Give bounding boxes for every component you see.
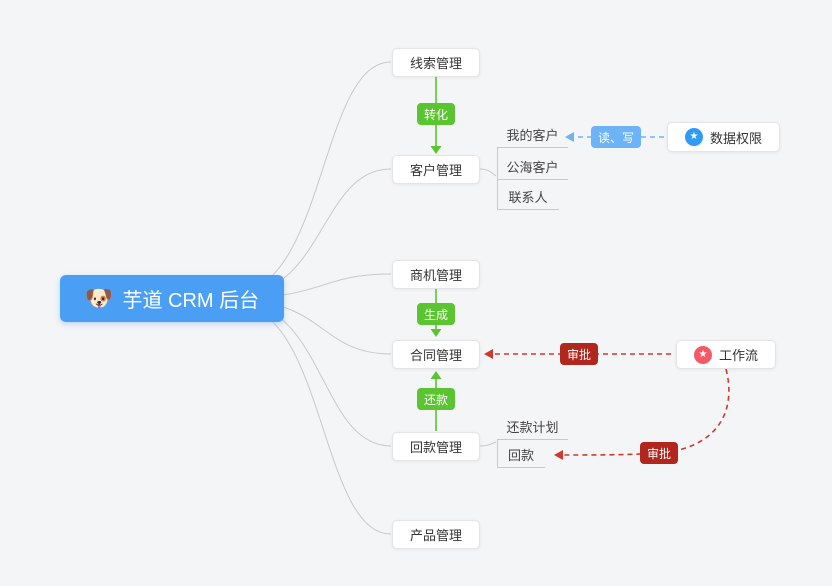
node-data-permission[interactable]: ★ 数据权限	[667, 122, 780, 152]
node-product-management[interactable]: 产品管理	[392, 520, 480, 549]
child-repayment-plan[interactable]: 还款计划	[497, 418, 568, 440]
root-node[interactable]: 🐶 芋道 CRM 后台	[60, 275, 284, 322]
node-lead-management[interactable]: 线索管理	[392, 48, 480, 77]
approve-receivable-arrow	[554, 368, 730, 460]
star-icon: ★	[684, 128, 703, 146]
child-public-customers[interactable]: 公海客户	[497, 158, 568, 180]
data-permission-label: 数据权限	[709, 130, 762, 146]
root-label: 芋道 CRM 后台	[122, 290, 260, 312]
approve-contract-arrow	[484, 349, 671, 359]
node-receivable-management[interactable]: 回款管理	[392, 432, 480, 461]
badge-generate: 生成	[417, 303, 455, 325]
badge-repay: 还款	[417, 388, 455, 410]
badge-read-write: 读、写	[591, 126, 642, 148]
dog-icon: 🐶	[84, 285, 114, 311]
badge-approve-receivable: 审批	[640, 442, 678, 464]
badge-convert: 转化	[417, 103, 455, 125]
node-customer-management[interactable]: 客户管理	[392, 155, 480, 184]
child-contacts[interactable]: 联系人	[497, 188, 559, 210]
workflow-label: 工作流	[718, 348, 758, 363]
star-icon: ★	[693, 345, 712, 364]
node-workflow[interactable]: ★ 工作流	[676, 340, 776, 369]
node-contract-management[interactable]: 合同管理	[392, 340, 480, 369]
node-opportunity-management[interactable]: 商机管理	[392, 260, 480, 289]
child-my-customers[interactable]: 我的客户	[497, 126, 568, 148]
badge-approve-contract: 审批	[560, 343, 598, 365]
child-repayment[interactable]: 回款	[497, 446, 545, 468]
child-connectors	[479, 148, 498, 468]
